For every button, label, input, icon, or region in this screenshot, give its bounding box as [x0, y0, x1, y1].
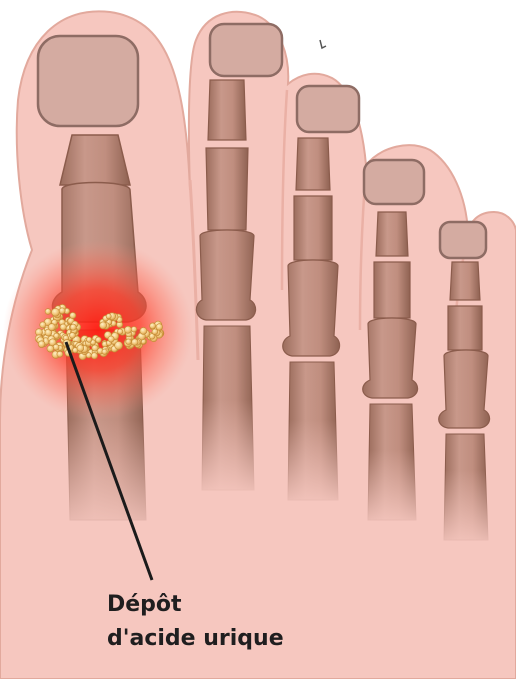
- crystal-particle: [86, 337, 91, 342]
- annotation-line-1: Dépôt: [107, 588, 407, 622]
- annotation-label: Dépôt d'acide urique: [107, 588, 407, 656]
- crystal-particle: [54, 333, 59, 338]
- crystal-particle: [118, 329, 123, 334]
- crystal-particle: [59, 308, 65, 314]
- crystal-particle: [47, 345, 54, 352]
- crystal-particle: [124, 326, 131, 333]
- crystal-particle: [96, 337, 102, 343]
- crystal-particle: [131, 327, 137, 333]
- crystal-particle: [92, 345, 98, 351]
- second-toenail: [210, 24, 282, 76]
- crystal-particle: [38, 341, 45, 348]
- big-toenail: [38, 36, 138, 126]
- crystal-particle: [150, 323, 156, 329]
- crystal-particle: [70, 312, 76, 318]
- crystal-particle: [45, 309, 51, 315]
- stray-mark: [320, 40, 326, 48]
- crystal-particle: [126, 339, 132, 345]
- crystal-particle: [102, 349, 107, 354]
- crystal-particle: [52, 308, 60, 316]
- crystal-particle: [40, 322, 46, 328]
- fourth-toenail: [364, 160, 424, 204]
- crystal-particle: [100, 322, 107, 329]
- crystal-particle: [48, 324, 55, 331]
- crystal-particle: [60, 324, 66, 330]
- crystal-particle: [140, 327, 147, 334]
- crystal-particle: [91, 353, 97, 359]
- fifth-toenail: [440, 222, 486, 258]
- crystal-particle: [132, 339, 139, 346]
- crystal-particle: [108, 336, 114, 342]
- annotation-line-2: d'acide urique: [107, 622, 407, 656]
- third-toenail: [297, 86, 359, 132]
- crystal-particle: [69, 332, 75, 338]
- inflammation-glow: [3, 240, 193, 420]
- crystal-particle: [70, 324, 76, 330]
- crystal-particle: [106, 314, 111, 319]
- crystal-particle: [77, 345, 84, 352]
- crystal-particle: [115, 342, 123, 350]
- crystal-particle: [57, 351, 63, 357]
- crystal-particle: [152, 329, 158, 335]
